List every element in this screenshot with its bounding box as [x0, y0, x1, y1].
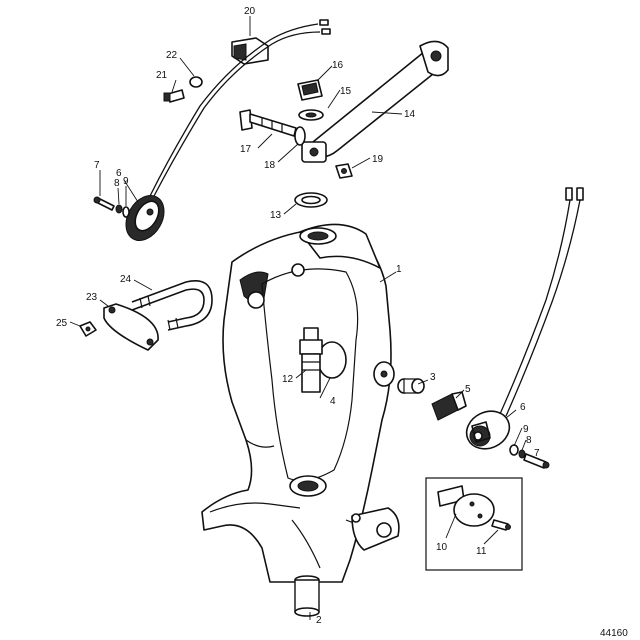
washer-18	[294, 126, 306, 146]
washer-9-upper	[122, 206, 130, 218]
callout-23: 23	[86, 292, 98, 303]
steering-arm	[301, 40, 449, 163]
callout-24: 24	[120, 274, 132, 285]
washer-13	[294, 192, 328, 208]
callout-21: 21	[156, 70, 168, 81]
nut-25	[79, 321, 97, 337]
callout-7-lower: 7	[534, 448, 540, 459]
callout-10: 10	[436, 542, 448, 553]
u-bolt-24	[131, 280, 213, 331]
sensor-lower-right	[465, 410, 511, 450]
callout-18: 18	[264, 160, 276, 171]
callout-13: 13	[270, 210, 282, 221]
washer-8-lower	[518, 449, 526, 459]
callout-5: 5	[465, 384, 471, 395]
callout-2: 2	[316, 615, 322, 626]
callout-14: 14	[404, 109, 416, 120]
callout-8-upper: 8	[114, 178, 120, 189]
nut-16	[297, 79, 323, 101]
bolt-17	[239, 109, 297, 137]
callout-12: 12	[282, 374, 294, 385]
callout-22: 22	[166, 50, 178, 61]
callout-9-lower: 9	[523, 424, 529, 435]
bolt-21	[163, 89, 185, 103]
callout-19: 19	[372, 154, 384, 165]
lower-bushing	[294, 575, 320, 617]
callout-17: 17	[240, 144, 252, 155]
callout-16: 16	[332, 60, 344, 71]
clip-20	[231, 37, 269, 65]
screw-7-upper	[93, 196, 115, 211]
washer-8-upper	[115, 204, 123, 214]
callout-15: 15	[340, 86, 352, 97]
washer-15	[298, 109, 324, 121]
pivot-stud	[431, 391, 467, 421]
callout-25: 25	[56, 318, 68, 329]
callout-6-upper: 6	[116, 168, 122, 179]
spacer	[397, 378, 425, 394]
gimbal-housing	[201, 223, 400, 583]
sensor-upper-left	[125, 195, 165, 241]
callout-20: 20	[244, 6, 256, 17]
sensor-lower-wire	[499, 199, 571, 415]
callout-1: 1	[396, 264, 402, 275]
washer-22	[189, 76, 203, 88]
callout-3: 3	[430, 372, 436, 383]
leader-lines	[69, 16, 541, 620]
sensor-upper-wire	[149, 23, 319, 197]
washer-9-lower	[509, 444, 519, 456]
figure-id: 44160	[600, 628, 628, 639]
callout-labels: 1 2 3 4 5 6 6 7 7 8 8 9 9 10 11 12 13 14…	[56, 6, 540, 626]
plate-23	[103, 303, 159, 351]
callout-8-lower: 8	[526, 435, 532, 446]
nut-19	[335, 163, 353, 179]
callout-6-lower: 6	[520, 402, 526, 413]
callout-7-upper: 7	[94, 160, 100, 171]
callout-11: 11	[476, 546, 487, 557]
inset-box	[425, 477, 523, 571]
callout-4: 4	[330, 396, 336, 407]
steering-pin	[299, 327, 323, 393]
callout-9-upper: 9	[123, 176, 129, 187]
